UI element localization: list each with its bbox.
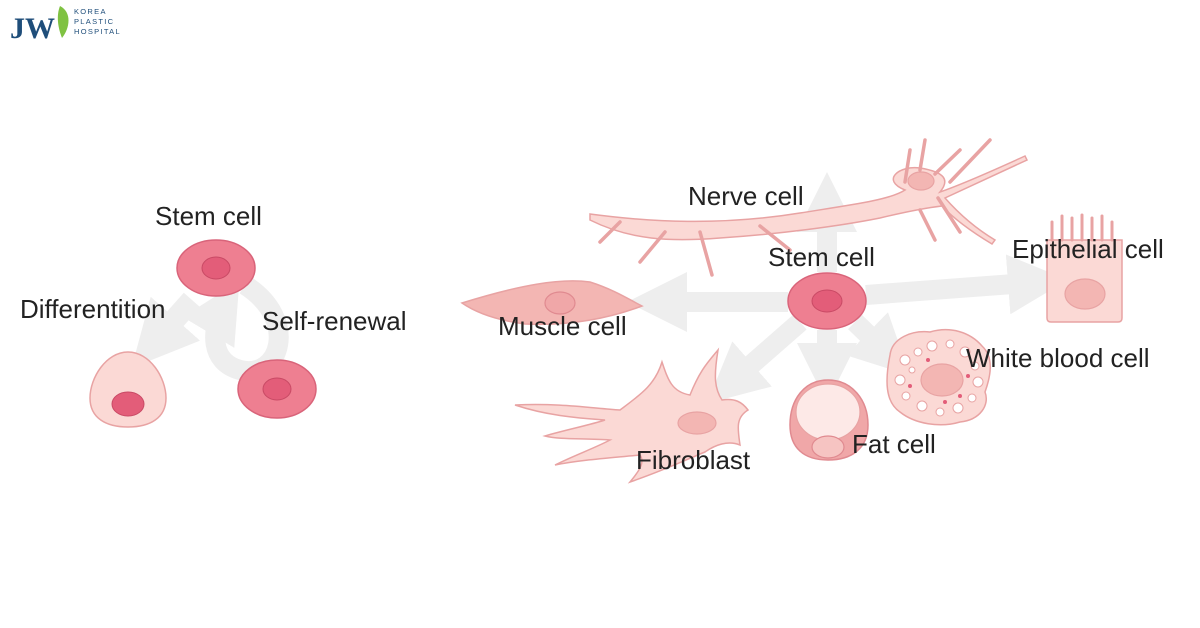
nerve-cell-label: Nerve cell <box>688 181 804 211</box>
central-stem-cell <box>787 272 867 330</box>
logo-mark: JW <box>10 12 55 45</box>
arrow-to-fibroblast <box>706 314 807 404</box>
arrow-to-epithelial <box>865 254 1068 315</box>
fat-cell <box>789 379 869 461</box>
fibroblast-label: Fibroblast <box>636 445 751 475</box>
fibroblast <box>514 347 750 484</box>
left-stem-cell-label: Stem cell <box>155 201 262 231</box>
logo-line-plastic: PLASTIC <box>74 17 114 26</box>
differentiated-cell <box>89 351 167 428</box>
logo-line-korea: KOREA <box>74 7 107 16</box>
muscle-cell-label: Muscle cell <box>498 311 627 341</box>
hospital-logo: JW KOREA PLASTIC HOSPITAL <box>10 6 121 45</box>
white-blood-cell-label: White blood cell <box>966 343 1150 373</box>
differentiation-arrows <box>627 172 1068 404</box>
nerve-cell <box>589 138 1029 277</box>
self-renewed-stem-cell <box>237 359 317 419</box>
differentiation-label: Differentition <box>20 294 166 324</box>
epithelial-cell-label: Epithelial cell <box>1012 234 1164 264</box>
epithelial-cell <box>1046 213 1123 323</box>
muscle-cell <box>460 280 644 326</box>
logo-line-hospital: HOSPITAL <box>74 27 121 36</box>
fat-cell-label: Fat cell <box>852 429 936 459</box>
left-diagram: Stem cell Differentition Self-renewal <box>20 201 407 428</box>
right-stem-cell-label: Stem cell <box>768 242 875 272</box>
self-renewal-label: Self-renewal <box>262 306 407 336</box>
white-blood-cell <box>886 328 991 426</box>
leaf-icon <box>57 6 69 38</box>
arrow-to-white-blood <box>846 312 911 376</box>
right-diagram: Nerve cell Stem cell Epithelial cell Mus… <box>460 138 1164 484</box>
left-stem-cell <box>176 239 256 297</box>
